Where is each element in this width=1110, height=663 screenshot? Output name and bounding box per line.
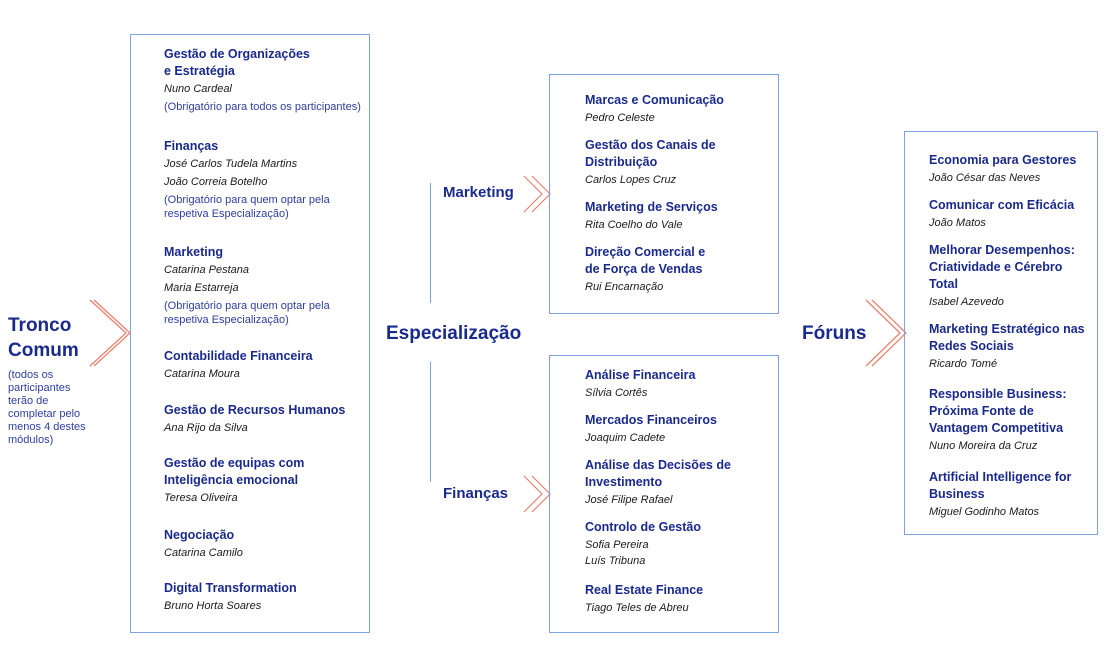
chevron-right-icon [865, 299, 907, 367]
lecturer-name: João César das Neves [929, 172, 1041, 184]
module-title: Marketing [164, 245, 224, 259]
module-gestao-organizacoes: Gestão de Organizações e Estratégia Nuno… [164, 46, 361, 114]
module-title: Análise das Decisões de Investimento [585, 458, 731, 489]
lecturer-name: Sílvia Cortês [585, 387, 648, 399]
module-title: Marketing de Serviços [585, 200, 718, 214]
lecturer-name: Nuno Moreira da Cruz [929, 440, 1038, 452]
module-title: Artificial Intelligence for Business [929, 470, 1072, 501]
module-title: Controlo de Gestão [585, 520, 701, 534]
marketing-specialization-box [549, 74, 779, 314]
lecturer-name: Ricardo Tomé [929, 358, 998, 370]
lecturer-name: Rui Encarnação [585, 281, 664, 293]
tronco-comum-note: (todos os participantes terão de complet… [8, 369, 86, 446]
chevron-right-icon [523, 475, 551, 513]
lecturer-name: João Correia Botelho [164, 176, 268, 188]
module-title: Negociação [164, 528, 235, 542]
module-note: (Obrigatório para quem optar pela respet… [164, 194, 330, 220]
module-mercados-financeiros: Mercados Financeiros Joaquim Cadete [585, 412, 717, 447]
module-decisoes-investimento: Análise das Decisões de Investimento Jos… [585, 457, 731, 509]
module-title: Mercados Financeiros [585, 413, 717, 427]
forum-melhorar-desempenhos: Melhorar Desempenhos: Criatividade e Cér… [929, 242, 1075, 311]
module-title: Análise Financeira [585, 368, 696, 382]
forum-responsible-business: Responsible Business: Próxima Fonte de V… [929, 386, 1067, 455]
module-direcao-comercial: Direção Comercial e de Força de Vendas R… [585, 244, 705, 296]
foruns-box [904, 131, 1098, 535]
module-recursos-humanos: Gestão de Recursos Humanos Ana Rijo da S… [164, 402, 345, 437]
lecturer-name: Catarina Pestana [164, 264, 249, 276]
module-title: Comunicar com Eficácia [929, 198, 1075, 212]
module-controlo-gestao: Controlo de Gestão Sofia Pereira Luís Tr… [585, 519, 701, 570]
module-title: Contabilidade Financeira [164, 349, 313, 363]
module-negociacao: Negociação Catarina Camilo [164, 527, 243, 562]
module-title: Gestão de Recursos Humanos [164, 403, 346, 417]
module-financas: Finanças José Carlos Tudela Martins João… [164, 138, 330, 221]
lecturer-name: Rita Coelho do Vale [585, 219, 683, 231]
lecturer-name: Ana Rijo da Silva [164, 422, 248, 434]
module-title: Real Estate Finance [585, 583, 704, 597]
forum-comunicar-eficacia: Comunicar com Eficácia João Matos [929, 197, 1074, 232]
lecturer-name: Teresa Oliveira [164, 492, 238, 504]
tronco-comum-box [130, 34, 370, 633]
lecturer-name: Carlos Lopes Cruz [585, 174, 677, 186]
tronco-comum-title: Tronco Comum [8, 315, 79, 361]
lecturer-name: Pedro Celeste [585, 112, 655, 124]
lecturer-name: Catarina Moura [164, 368, 240, 380]
module-note: (Obrigatório para todos os participantes… [164, 101, 361, 113]
module-title: Direção Comercial e de Força de Vendas [585, 245, 706, 276]
module-title: Finanças [164, 139, 219, 153]
branch-label-financas: Finanças [443, 485, 509, 502]
module-digital-transformation: Digital Transformation Bruno Horta Soare… [164, 580, 297, 615]
branch-connector-bottom [430, 362, 431, 482]
module-title: Marketing Estratégico nas Redes Sociais [929, 322, 1085, 353]
lecturer-name: Maria Estarreja [164, 282, 239, 294]
lecturer-name: Isabel Azevedo [929, 296, 1004, 308]
lecturer-name: Luís Tribuna [585, 555, 646, 567]
lecturer-name: Joaquim Cadete [585, 432, 666, 444]
module-title: Gestão de equipas com Inteligência emoci… [164, 456, 305, 487]
module-title: Responsible Business: Próxima Fonte de V… [929, 387, 1067, 435]
module-canais-distribuicao: Gestão dos Canais de Distribuição Carlos… [585, 137, 716, 189]
module-real-estate-finance: Real Estate Finance Tiago Teles de Abreu [585, 582, 703, 617]
chevron-right-icon [89, 299, 131, 367]
lecturer-name: José Filipe Rafael [585, 494, 673, 506]
branch-connector-top [430, 183, 431, 303]
forum-artificial-intelligence: Artificial Intelligence for Business Mig… [929, 469, 1071, 521]
lecturer-name: Miguel Godinho Matos [929, 506, 1040, 518]
financas-specialization-box [549, 355, 779, 633]
chevron-right-icon [523, 175, 551, 213]
module-marketing: Marketing Catarina Pestana Maria Estarre… [164, 244, 330, 327]
lecturer-name: Bruno Horta Soares [164, 600, 262, 612]
module-title: Melhorar Desempenhos: Criatividade e Cér… [929, 243, 1075, 291]
module-title: Digital Transformation [164, 581, 297, 595]
branch-label-marketing: Marketing [443, 184, 514, 201]
lecturer-name: Tiago Teles de Abreu [585, 602, 689, 614]
module-gestao-equipas: Gestão de equipas com Inteligência emoci… [164, 455, 304, 507]
module-marketing-servicos: Marketing de Serviços Rita Coelho do Val… [585, 199, 718, 234]
lecturer-name: Catarina Camilo [164, 547, 243, 559]
lecturer-name: João Matos [929, 217, 986, 229]
module-title: Gestão dos Canais de Distribuição [585, 138, 716, 169]
module-title: Marcas e Comunicação [585, 93, 724, 107]
module-marcas-comunicacao: Marcas e Comunicação Pedro Celeste [585, 92, 724, 127]
module-contabilidade: Contabilidade Financeira Catarina Moura [164, 348, 313, 383]
forum-economia-gestores: Economia para Gestores João César das Ne… [929, 152, 1076, 187]
especializacao-title: Especialização [386, 323, 522, 344]
lecturer-name: Sofia Pereira [585, 539, 649, 551]
module-title: Gestão de Organizações e Estratégia [164, 47, 310, 78]
module-analise-financeira: Análise Financeira Sílvia Cortês [585, 367, 695, 402]
lecturer-name: Nuno Cardeal [164, 83, 232, 95]
foruns-title: Fóruns [802, 323, 867, 344]
forum-marketing-estrategico: Marketing Estratégico nas Redes Sociais … [929, 321, 1085, 373]
lecturer-name: José Carlos Tudela Martins [164, 158, 298, 170]
module-title: Economia para Gestores [929, 153, 1077, 167]
module-note: (Obrigatório para quem optar pela respet… [164, 300, 330, 326]
